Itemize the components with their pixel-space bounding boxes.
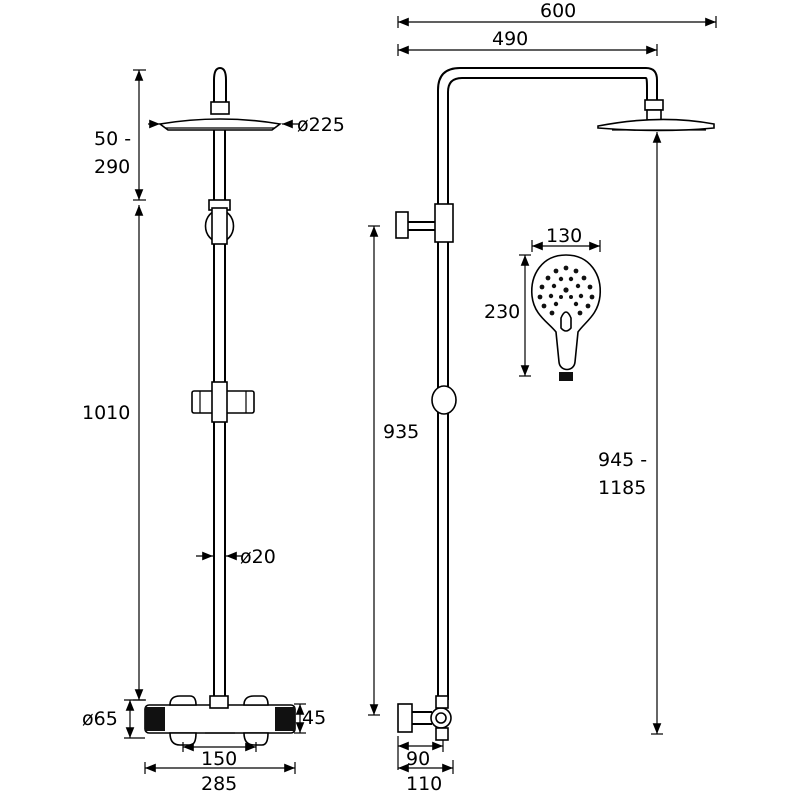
dim-hand-shower-width [531, 240, 601, 252]
front-slider-bracket [191, 381, 255, 423]
dim-outlet-height [368, 225, 380, 716]
side-valve [397, 695, 452, 741]
front-view: 50 - 290 ø225 1010 ø20 ø65 [82, 66, 345, 795]
dim-hand-shower-length [519, 254, 531, 377]
label-projection-total: 600 [540, 0, 576, 22]
label-outlet-height: 935 [383, 421, 419, 443]
dim-arm-height [133, 69, 146, 201]
label-hand-shower-length: 230 [484, 301, 520, 323]
label-arm-height-line2: 290 [94, 156, 130, 178]
side-view: 600 490 [368, 0, 717, 795]
side-slider-knob [431, 385, 457, 415]
front-overhead-shower-head [158, 66, 282, 131]
label-valve-centres: 150 [201, 748, 237, 770]
label-wall-to-valve: 110 [406, 773, 442, 795]
label-valve-height: 45 [302, 707, 326, 729]
hand-shower-nozzles [537, 265, 595, 316]
label-hand-shower-width: 130 [546, 225, 582, 247]
dim-valve-diameter [124, 699, 145, 739]
dim-projection-total [397, 16, 717, 28]
dim-wall-to-valve [398, 760, 454, 774]
label-rail-height: 1010 [82, 402, 130, 424]
dim-valve-centres [182, 742, 257, 752]
dim-valve-width [144, 762, 296, 774]
hand-shower [531, 254, 601, 381]
dim-rail-height [133, 205, 146, 701]
label-valve-diameter: ø65 [82, 708, 118, 730]
label-projection-arm: 490 [492, 28, 528, 50]
side-wall-bracket [395, 203, 454, 243]
label-head-height-line2: 1185 [598, 477, 646, 499]
label-rail-diameter: ø20 [240, 546, 276, 568]
label-head-diameter: ø225 [297, 114, 345, 136]
dim-valve-height [294, 703, 306, 734]
label-head-height-line1: 945 - [598, 449, 647, 471]
front-thermostatic-valve [144, 695, 296, 746]
dim-head-height [651, 132, 663, 735]
dim-projection-arm [397, 44, 658, 56]
label-wall-to-rail: 90 [406, 748, 430, 770]
side-riser-and-arm [437, 67, 715, 700]
label-arm-height-line1: 50 - [94, 128, 131, 150]
label-valve-width: 285 [201, 773, 237, 795]
